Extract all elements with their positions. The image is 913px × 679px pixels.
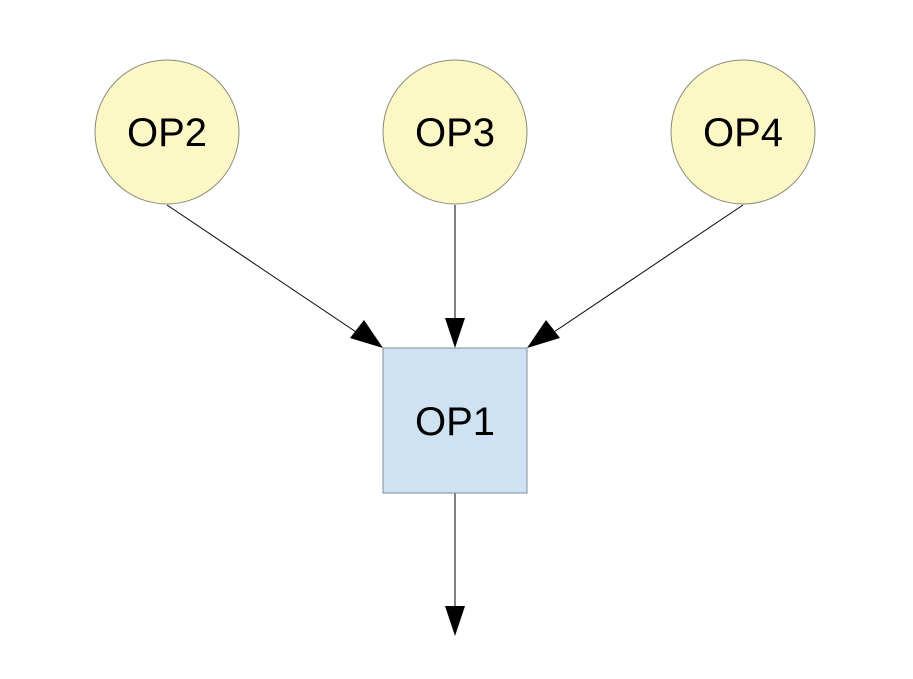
arrowhead-op2-to-op1 bbox=[350, 320, 383, 348]
node-op4[interactable]: OP4 bbox=[670, 59, 816, 205]
node-op4-circle bbox=[670, 59, 816, 205]
node-op1-label: OP1 bbox=[415, 400, 495, 444]
arrowhead-op1-to-output bbox=[445, 606, 465, 636]
node-op3-label: OP3 bbox=[415, 111, 495, 155]
node-op3-circle bbox=[382, 59, 528, 205]
node-op1[interactable]: OP1 bbox=[382, 347, 528, 494]
edges bbox=[166, 204, 744, 636]
node-op2[interactable]: OP2 bbox=[94, 59, 240, 205]
node-op2-label: OP2 bbox=[127, 111, 207, 155]
arrowhead-op4-to-op1 bbox=[527, 320, 560, 348]
node-op1-box bbox=[382, 347, 528, 494]
edge-op4-to-op1 bbox=[544, 204, 744, 339]
edge-op2-to-op1 bbox=[166, 204, 366, 339]
arrowhead-op3-to-op1 bbox=[445, 318, 465, 348]
node-op3[interactable]: OP3 bbox=[382, 59, 528, 205]
node-op2-circle bbox=[94, 59, 240, 205]
node-op4-label: OP4 bbox=[703, 111, 783, 155]
